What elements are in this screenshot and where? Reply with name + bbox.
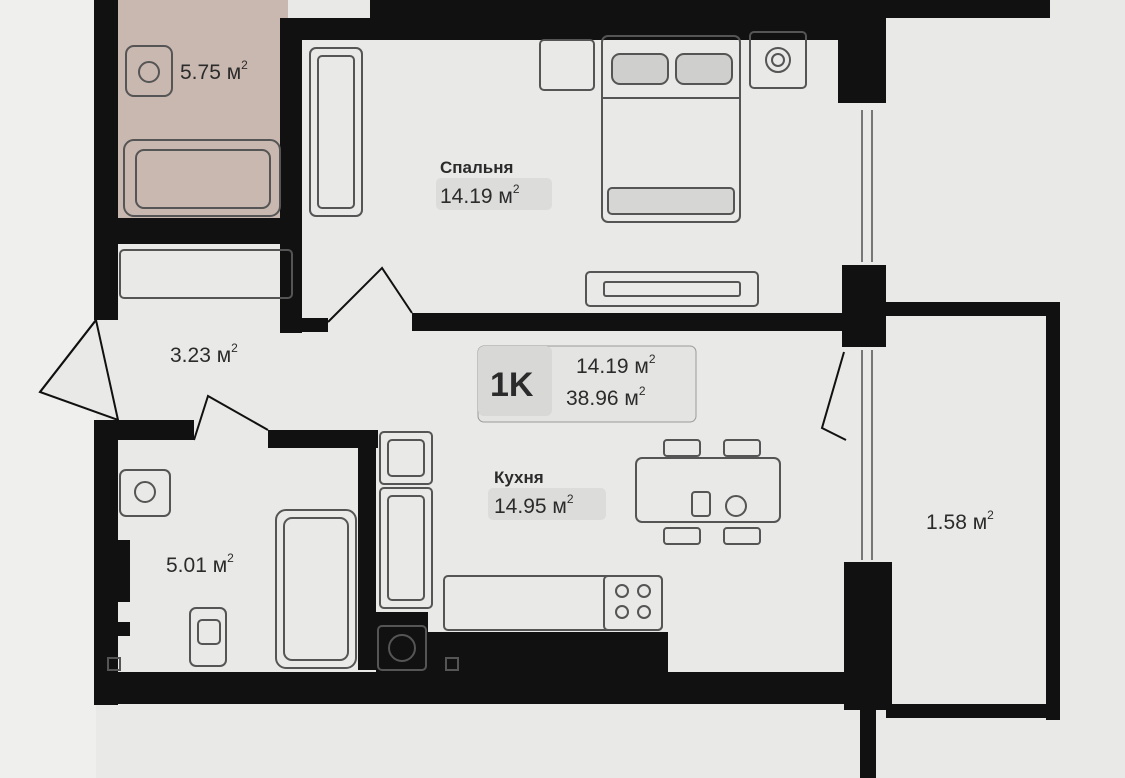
bathroom-area: 5.01 м2 (166, 551, 234, 577)
chair-icon (663, 527, 701, 545)
bedroom-area-badge (436, 178, 552, 210)
chair-icon (723, 439, 761, 457)
furniture (107, 31, 807, 671)
vent-icon (445, 657, 459, 671)
chair-icon (723, 527, 761, 545)
bathroom-top-area: 5.75 м2 (180, 58, 248, 84)
bedroom-name: Спальня (440, 158, 513, 177)
balcony-door (820, 351, 847, 441)
kitchen-sink-icon (379, 431, 433, 485)
tv-stand-icon (585, 271, 759, 307)
balcony-area: 1.58 м2 (926, 508, 994, 534)
summary-type-badge (478, 346, 552, 416)
washer-icon (377, 625, 427, 671)
dining-table-icon (635, 457, 781, 523)
kitchen-name: Кухня (494, 468, 544, 487)
bed-icon (601, 35, 741, 223)
nightstand-icon (539, 39, 595, 91)
wardrobe-icon (309, 47, 363, 217)
kitchen-area: 14.95 м2 (494, 492, 574, 518)
toilet-icon (189, 607, 227, 667)
bathtub-icon (123, 139, 281, 217)
windows (861, 110, 873, 560)
bedroom-area: 14.19 м2 (440, 182, 520, 208)
chair-icon (663, 439, 701, 457)
bathroom-top-floor (118, 0, 288, 218)
sink-icon (125, 45, 173, 97)
stove-icon (603, 575, 663, 631)
living-area: 14.19 м2 (576, 352, 656, 378)
apartment-type: 1K (490, 366, 534, 404)
hall-cabinet-icon (119, 249, 293, 299)
kitchen-area-badge (488, 488, 606, 520)
hall-area: 3.23 м2 (170, 341, 238, 367)
bathtub-icon (275, 509, 357, 669)
nightstand-icon (749, 31, 807, 89)
vent-icon (107, 657, 121, 671)
entrance-door (38, 317, 120, 422)
radiators (104, 540, 652, 670)
sink-icon (119, 469, 171, 517)
bathroom-door (193, 394, 269, 441)
bedroom-door (327, 266, 413, 323)
total-area: 38.96 м2 (566, 384, 646, 410)
counter-icon (379, 487, 433, 609)
